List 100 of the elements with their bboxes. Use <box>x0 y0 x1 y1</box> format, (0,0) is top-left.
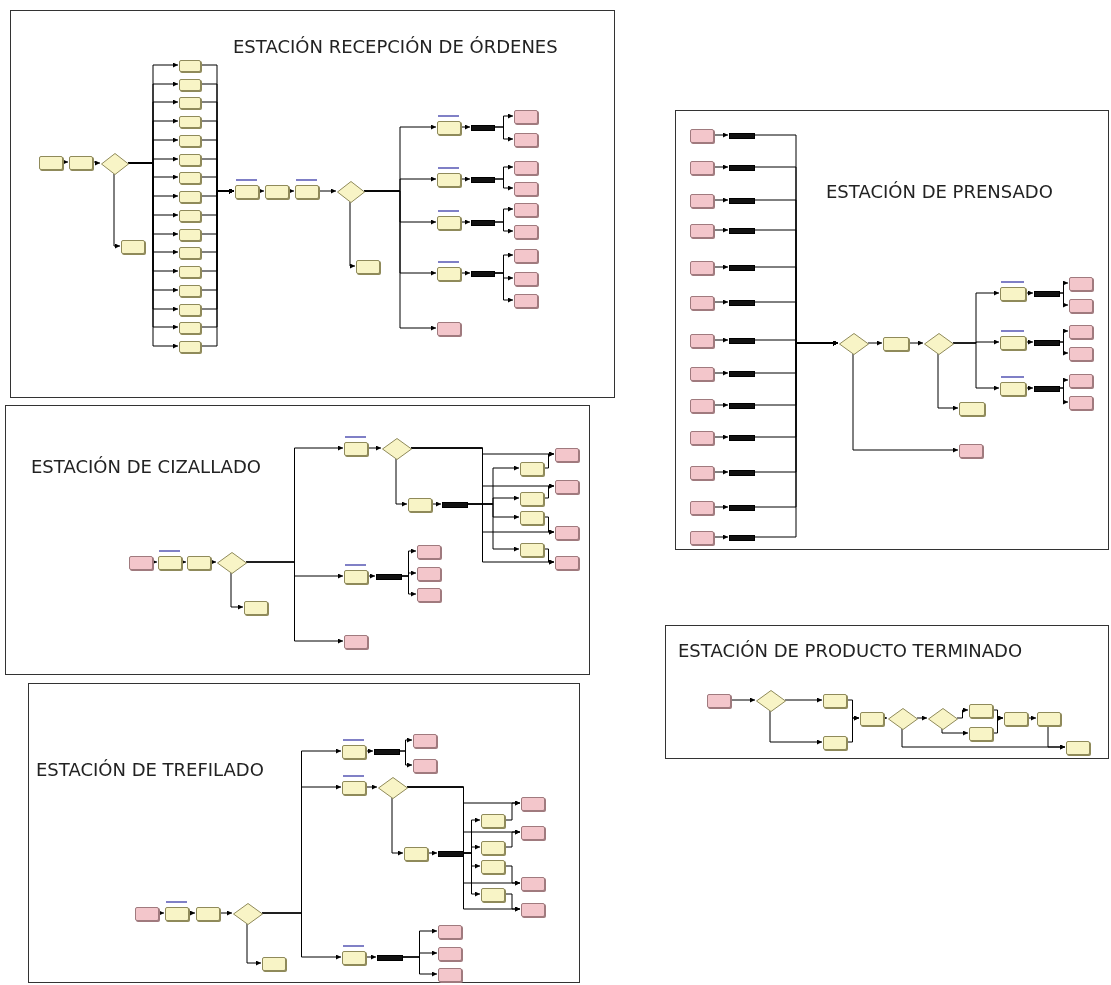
decision-diamond <box>756 690 786 712</box>
decision-diamond <box>217 552 247 574</box>
decision-diamond <box>382 438 412 460</box>
connector-arrow <box>769 710 823 745</box>
terminal-module <box>514 203 538 217</box>
process-module <box>179 60 201 72</box>
connector-arrow <box>1024 385 1034 391</box>
connector-arrow <box>401 956 438 977</box>
route-bar <box>438 851 464 857</box>
connector-arrow <box>426 850 438 856</box>
connector-arrow <box>901 728 1066 750</box>
process-module <box>179 229 201 241</box>
route-bar <box>729 535 755 541</box>
connector-arrow <box>503 893 521 912</box>
route-bar <box>729 228 755 234</box>
route-bar <box>471 125 495 131</box>
decision-diamond <box>378 777 408 799</box>
terminal-module <box>514 249 538 263</box>
route-bar <box>471 220 495 226</box>
connector-arrow <box>364 748 374 754</box>
process-module <box>179 210 201 222</box>
route-bar <box>376 574 402 580</box>
connector-arrow <box>364 954 377 960</box>
connector-arrow <box>493 126 514 142</box>
connector-arrow <box>257 188 265 194</box>
route-bar <box>471 271 495 277</box>
process-module <box>408 498 432 512</box>
terminal-module <box>690 501 714 515</box>
route-bar <box>729 435 755 441</box>
process-module <box>344 442 368 456</box>
decision-diamond <box>101 153 129 175</box>
route-bar <box>729 300 755 306</box>
connector-arrow <box>91 160 101 166</box>
process-module <box>179 172 201 184</box>
connector-arrow <box>753 340 839 538</box>
terminal-module <box>1069 299 1093 313</box>
terminal-module <box>344 635 368 649</box>
station-title: ESTACIÓN RECEPCIÓN DE ÓRDENES <box>233 36 558 58</box>
process-module <box>344 570 368 584</box>
station-panel <box>5 405 590 675</box>
terminal-module <box>417 567 441 581</box>
terminal-module <box>1069 325 1093 339</box>
process-module <box>244 601 268 615</box>
terminal-module <box>690 161 714 175</box>
connector-arrow <box>459 176 471 182</box>
connector-arrow <box>956 707 969 719</box>
route-bar <box>1034 340 1060 346</box>
connector-arrow <box>1058 387 1069 405</box>
connector-arrow <box>366 573 376 579</box>
process-module <box>342 745 366 759</box>
connector-arrow <box>180 559 187 565</box>
route-bar <box>1034 386 1060 392</box>
route-bar <box>471 177 495 183</box>
connector-arrow <box>245 561 344 644</box>
connector-arrow <box>503 800 521 821</box>
terminal-module <box>1069 396 1093 410</box>
terminal-module <box>690 431 714 445</box>
process-module <box>235 185 259 199</box>
terminal-module <box>521 797 545 811</box>
connector-arrow <box>493 178 514 191</box>
terminal-module <box>514 272 538 286</box>
connector-arrow <box>542 483 555 499</box>
connector-arrow <box>867 340 883 346</box>
route-bar <box>729 403 755 409</box>
connector-arrow <box>503 829 521 848</box>
process-module <box>1000 287 1026 301</box>
terminal-module <box>135 907 159 921</box>
process-module <box>187 556 211 570</box>
process-module <box>1004 712 1028 726</box>
process-module <box>969 704 993 718</box>
process-module <box>437 173 461 187</box>
connector-arrow <box>398 750 413 768</box>
process-module <box>481 814 505 828</box>
route-bar <box>729 133 755 139</box>
terminal-module <box>438 947 462 961</box>
process-module <box>179 322 201 334</box>
terminal-module <box>129 556 153 570</box>
connector-arrow <box>542 548 555 565</box>
terminal-module <box>555 526 579 540</box>
route-bar <box>729 338 755 344</box>
route-bar <box>729 198 755 204</box>
connector-arrow <box>712 504 729 510</box>
process-module <box>179 304 201 316</box>
connector-arrow <box>1058 341 1069 356</box>
process-module <box>481 860 505 874</box>
process-module <box>520 511 544 525</box>
decision-diamond <box>928 708 958 730</box>
connector-arrow <box>366 445 382 451</box>
process-module <box>342 781 366 795</box>
connector-arrow <box>952 342 1000 391</box>
terminal-module <box>521 826 545 840</box>
process-module <box>520 543 544 557</box>
connector-arrow <box>430 501 442 507</box>
terminal-module <box>555 448 579 462</box>
process-module <box>196 907 220 921</box>
terminal-module <box>690 367 714 381</box>
connector-arrow <box>1024 290 1034 296</box>
connector-arrow <box>941 728 969 736</box>
station-title: ESTACIÓN DE TREFILADO <box>36 759 264 781</box>
process-module <box>1037 712 1061 726</box>
